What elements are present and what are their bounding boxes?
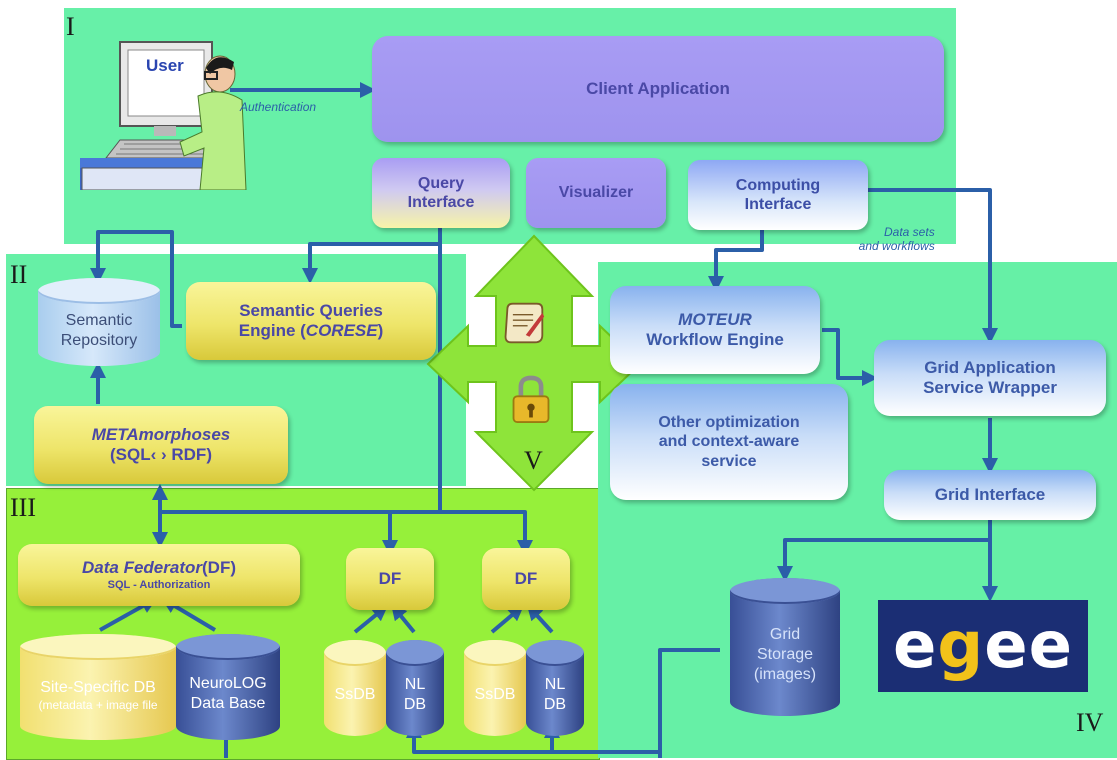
computing-interface-line1: Computing: [735, 176, 821, 194]
other-opt-line2: and context-aware: [658, 433, 800, 451]
other-optimization-box: Other optimization and context-aware ser…: [610, 384, 848, 500]
semantic-repository-line2: Repository: [60, 332, 138, 349]
semantic-engine-line1: Semantic Queries: [239, 300, 383, 320]
data-federator-line2: SQL - Authorization: [107, 578, 211, 591]
nl-db-2-line1: NL: [544, 676, 566, 693]
arrow-ssdb2-to-df2: [490, 604, 525, 634]
semantic-queries-engine-box: Semantic Queries Engine (CORESE): [186, 282, 436, 360]
grid-storage-db: Grid Storage (images): [730, 578, 840, 716]
line-bottom-feed: [658, 648, 720, 758]
egee-logo: egee: [878, 600, 1088, 692]
nl-db-1-line2: DB: [403, 696, 427, 713]
query-interface-line2: Interface: [407, 194, 475, 211]
df-2-label: DF: [514, 568, 538, 588]
client-application-label: Client Application: [586, 78, 730, 98]
nl-db-2-line2: DB: [543, 696, 567, 713]
data-federator-line1: Data Federator(DF): [82, 558, 236, 578]
data-sets-label: Data sets and workflows: [858, 225, 935, 253]
arrow-nl1-to-df1: [390, 603, 416, 634]
ssdb-2-label: SsDB: [474, 686, 516, 703]
query-interface-box: Query Interface: [372, 158, 510, 228]
df-box-2: DF: [482, 548, 570, 610]
grid-wrapper-line1: Grid Application: [924, 357, 1056, 377]
grid-interface-box: Grid Interface: [884, 470, 1096, 520]
grid-wrapper-line2: Service Wrapper: [923, 378, 1057, 397]
arrow-to-df1: [160, 510, 398, 556]
ssdb-2: SsDB: [464, 640, 526, 736]
arrow-nl2-to-df2: [526, 604, 554, 634]
zone-iv-label: IV: [1076, 708, 1104, 737]
scroll-quill-icon: [504, 302, 545, 344]
metamorphoses-box: METAmorphoses (SQL‹ › RDF): [34, 406, 288, 484]
grid-interface-label: Grid Interface: [934, 484, 1046, 504]
arrow-ssdb1-to-df1: [353, 604, 389, 634]
zone-ii-label: II: [10, 260, 28, 289]
grid-storage-line3: (images): [753, 666, 817, 683]
computing-interface-box: Computing Interface: [688, 160, 868, 230]
df-box-1: DF: [346, 548, 434, 610]
other-opt-line1: Other optimization: [658, 414, 800, 432]
arrow-query-to-semantic-engine: [302, 242, 440, 284]
arrow-computing-to-moteur: [708, 222, 764, 292]
arrow-neurolog-to-df: [161, 597, 217, 632]
arrow-to-df2: [390, 510, 533, 556]
metamorphoses-line2: (SQL‹ › RDF): [110, 445, 212, 464]
zone-iii-label: III: [10, 493, 36, 522]
grid-storage-line1: Grid: [769, 626, 801, 643]
visualizer-box: Visualizer: [526, 158, 666, 228]
neurolog-db-line1: NeuroLOG: [189, 675, 267, 692]
user-label: User: [146, 56, 184, 75]
neurolog-database: NeuroLOG Data Base: [176, 634, 280, 740]
client-application-box: Client Application: [372, 36, 944, 142]
arrow-engine-to-repository: [90, 230, 182, 328]
authentication-label: Authentication: [240, 100, 317, 114]
semantic-repository-db: Semantic Repository: [38, 278, 160, 366]
ssdb-1: SsDB: [324, 640, 386, 736]
egee-logo-text: egee: [892, 609, 1074, 683]
moteur-workflow-engine-box: MOTEUR Workflow Engine: [610, 286, 820, 374]
nl-db-1-line1: NL: [404, 676, 426, 693]
site-specific-db: Site-Specific DB (metadata + image file: [20, 634, 176, 740]
semantic-engine-line2: Engine (CORESE): [238, 321, 384, 340]
padlock-icon: [512, 375, 550, 423]
arrow-bottom-to-nl1: [406, 722, 660, 754]
grid-storage-line2: Storage: [756, 646, 814, 663]
moteur-line1: MOTEUR: [678, 309, 752, 329]
metamorphoses-line1: METAmorphoses: [91, 424, 231, 444]
site-specific-db-line2: (metadata + image file: [38, 697, 158, 712]
site-specific-db-line1: Site-Specific DB: [40, 678, 156, 696]
nl-db-2: NL DB: [526, 640, 584, 736]
ssdb-1-label: SsDB: [334, 686, 376, 703]
arrow-moteur-to-wrapper: [822, 328, 878, 386]
visualizer-label: Visualizer: [558, 184, 634, 202]
arrow-computing-to-wrapper: [866, 188, 998, 344]
zone-v-label: V: [524, 446, 543, 475]
moteur-line2: Workflow Engine: [646, 330, 784, 349]
semantic-repository-line1: Semantic: [65, 312, 133, 329]
arrow-grid-to-storage: [777, 520, 992, 582]
grid-application-wrapper-box: Grid Application Service Wrapper: [874, 340, 1106, 416]
user-workstation-icon: [80, 41, 247, 190]
computing-interface-line2: Interface: [744, 196, 812, 213]
data-federator-box: Data Federator(DF) SQL - Authorization: [18, 544, 300, 606]
neurolog-db-line2: Data Base: [190, 695, 266, 712]
arrow-ssdb-to-df: [99, 598, 157, 632]
double-arrow-v: [426, 234, 642, 492]
nl-db-1: NL DB: [386, 640, 444, 736]
other-opt-line3: service: [701, 452, 757, 470]
df-1-label: DF: [378, 568, 402, 588]
zone-i-label: I: [66, 12, 75, 41]
query-interface-line1: Query: [417, 174, 465, 192]
